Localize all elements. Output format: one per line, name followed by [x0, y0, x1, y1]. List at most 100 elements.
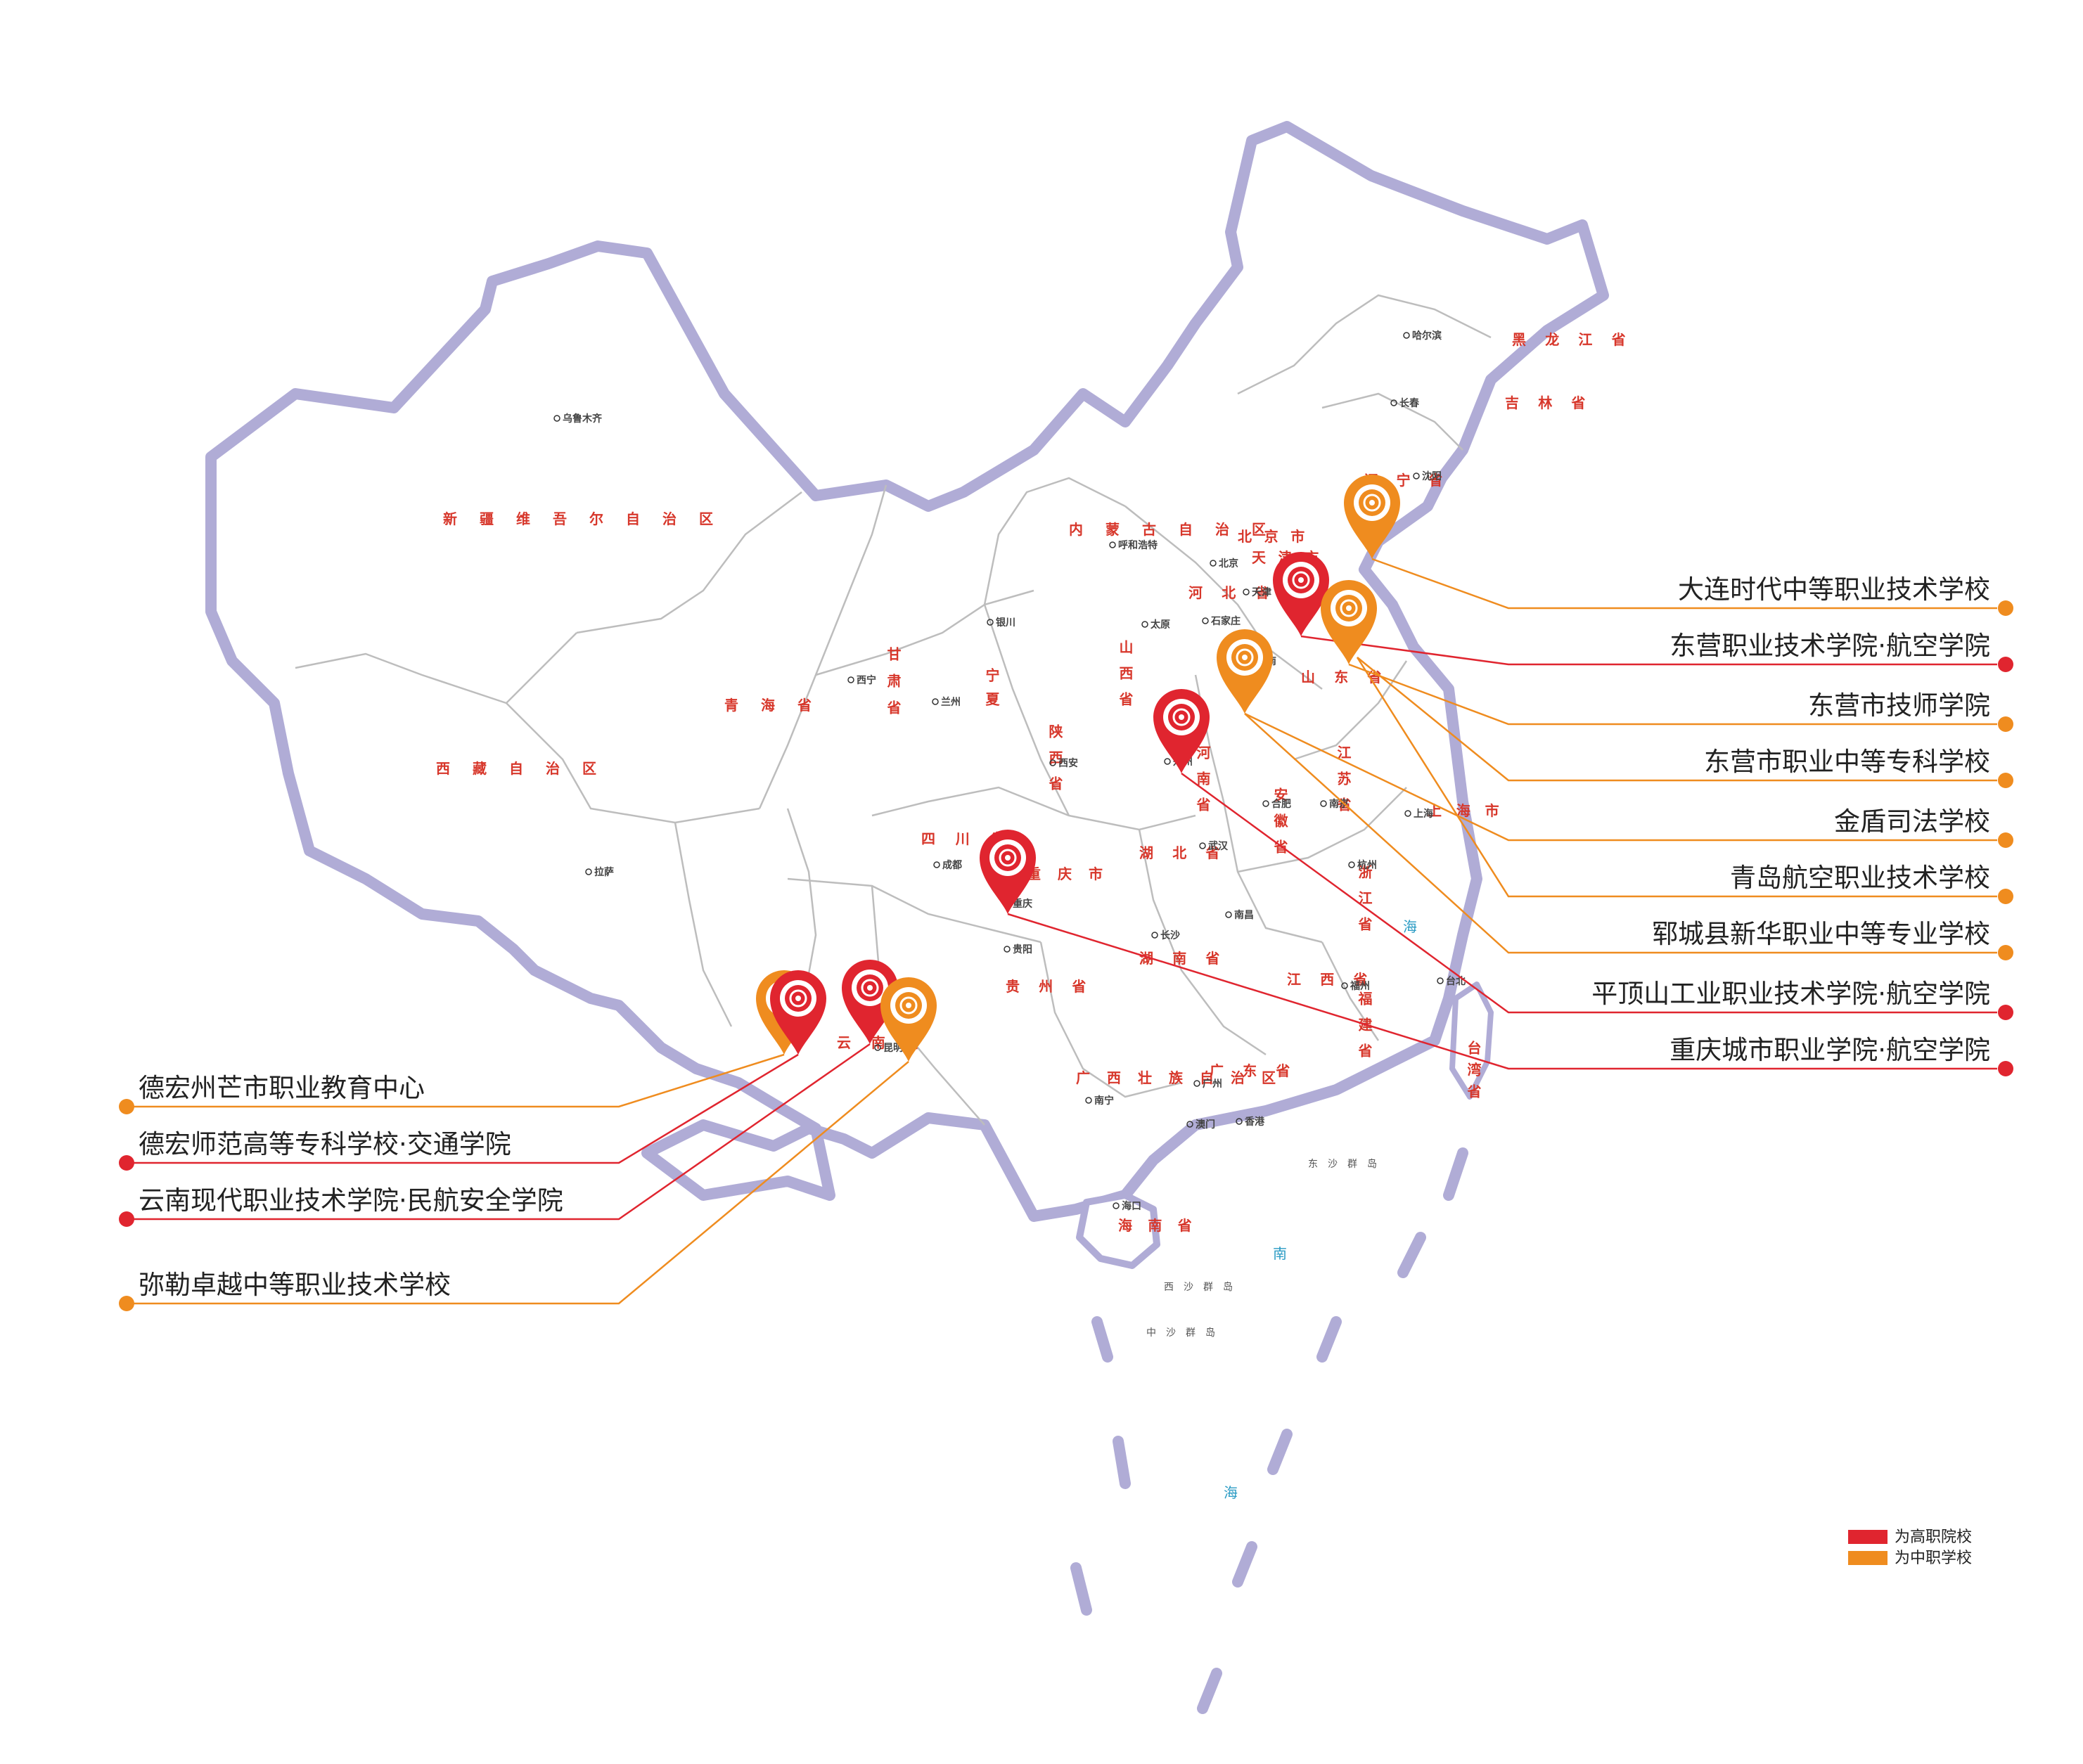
city-label: 北京 — [1219, 558, 1238, 569]
leader-line — [1371, 558, 1997, 610]
region-label: 北京市 — [1238, 528, 1317, 545]
city-label: 海口 — [1122, 1200, 1141, 1212]
region-label: 海南省 — [1118, 1217, 1207, 1234]
city-dot — [1151, 932, 1158, 939]
region-label: 新疆维吾尔自治区 — [443, 510, 736, 527]
city-dot — [1413, 472, 1420, 479]
leader-line — [1181, 772, 1997, 1014]
school-label: 德宏师范高等专科学校·交通学院 — [139, 1129, 511, 1159]
leader-dot — [1998, 600, 2013, 616]
leader-line — [123, 1053, 785, 1108]
leader-dot — [119, 1211, 134, 1227]
region-label: 内蒙古自治区 — [1069, 521, 1288, 538]
city-label: 石家庄 — [1210, 615, 1241, 627]
sea-labels: 南海海 — [1224, 918, 1417, 1501]
leader-line — [1348, 663, 1997, 726]
region-label: 陕西省 — [1046, 723, 1063, 802]
city-dot — [847, 676, 854, 683]
city-dot — [1202, 617, 1209, 624]
region-label: 江西省 — [1287, 971, 1387, 988]
city-dot — [1262, 800, 1269, 807]
city-dot — [987, 619, 994, 626]
city-labels: 乌鲁木齐拉萨西宁兰州银川成都重庆昆明贵阳南宁海口广州香港澳门长沙武汉南昌福州台北… — [553, 330, 1466, 1212]
leader-dot — [1998, 716, 2013, 732]
sea-label: 南 — [1273, 1245, 1287, 1262]
city-label: 银川 — [996, 617, 1015, 629]
school-label: 青岛航空职业技术学校 — [1730, 863, 1990, 893]
region-label: 湖北省 — [1139, 844, 1239, 861]
city-dot — [1049, 759, 1056, 766]
hainan-island — [1076, 1192, 1160, 1269]
city-label: 哈尔滨 — [1412, 330, 1442, 342]
region-label: 黑龙江省 — [1512, 331, 1645, 348]
school-label: 东营职业技术学院·航空学院 — [1669, 631, 1990, 661]
school-label: 东营市职业中等专科学校 — [1704, 747, 1990, 777]
school-label: 弥勒卓越中等职业技术学校 — [139, 1270, 451, 1300]
legend-swatch-higher — [1848, 1530, 1887, 1544]
region-label: 青海省 — [724, 697, 834, 714]
leader-dot — [1998, 773, 2013, 788]
city-dot — [1109, 541, 1116, 548]
leader-dot — [1998, 832, 2013, 848]
city-dot — [1390, 399, 1397, 406]
sea-label: 海 — [1403, 918, 1417, 935]
region-label: 安徽省 — [1271, 787, 1288, 865]
leader-dot — [119, 1155, 134, 1171]
leader-line — [123, 1043, 871, 1221]
city-label: 香港 — [1244, 1116, 1265, 1128]
region-label: 贵州省 — [1006, 978, 1105, 995]
city-label: 福州 — [1350, 980, 1370, 992]
region-label: 河北省 — [1188, 584, 1288, 601]
city-label: 沈阳 — [1422, 470, 1442, 482]
city-label: 澳门 — [1196, 1119, 1215, 1131]
city-dot — [1341, 982, 1348, 989]
city-dot — [932, 698, 939, 705]
leader-dot — [1998, 657, 2013, 672]
city-dot — [874, 1044, 881, 1051]
city-label: 西宁 — [857, 674, 876, 686]
leader-line — [1300, 635, 1997, 666]
island-label: 西沙群岛 — [1164, 1282, 1243, 1293]
school-label: 重庆城市职业学院·航空学院 — [1669, 1035, 1990, 1065]
region-label: 山东省 — [1301, 669, 1401, 685]
city-dot — [1236, 1118, 1243, 1125]
city-dot — [1199, 842, 1206, 849]
leader-line — [1357, 657, 1997, 782]
region-label: 甘肃省 — [885, 647, 902, 727]
city-label: 广州 — [1203, 1078, 1222, 1090]
leader-dot — [1998, 1005, 2013, 1020]
mainland-map — [205, 121, 1609, 1269]
school-label: 东营市技师学院 — [1808, 690, 1990, 721]
leader-line — [1356, 657, 1997, 898]
city-dot — [1113, 1202, 1120, 1209]
city-label: 昆明 — [883, 1043, 903, 1054]
school-label: 郓城县新华职业中等专业学校 — [1652, 919, 1990, 949]
region-label: 江苏省 — [1335, 745, 1352, 823]
city-label: 南京 — [1329, 798, 1349, 810]
leader-dot — [1998, 945, 2013, 960]
city-label: 贵阳 — [1013, 944, 1032, 955]
leader-dot — [1998, 1061, 2013, 1076]
city-label: 台北 — [1446, 975, 1466, 987]
city-dot — [1348, 861, 1355, 868]
leader-line — [123, 1061, 909, 1305]
city-dot — [1243, 588, 1250, 595]
region-label: 西藏自治区 — [436, 760, 619, 777]
city-label: 拉萨 — [594, 866, 614, 878]
city-label: 呼和浩特 — [1118, 539, 1158, 551]
leader-line — [1244, 712, 1997, 842]
region-label: 吉林省 — [1505, 394, 1605, 411]
city-dot — [585, 868, 592, 875]
sea-label: 海 — [1224, 1484, 1238, 1501]
city-label: 天津 — [1252, 586, 1271, 598]
city-dot — [933, 861, 940, 868]
city-dot — [1004, 946, 1011, 953]
city-dot — [1141, 621, 1148, 628]
school-label: 大连时代中等职业技术学校 — [1678, 574, 1990, 605]
region-label: 宁夏 — [983, 667, 1000, 716]
island-label: 东沙群岛 — [1308, 1159, 1387, 1170]
region-label: 广西壮族自治区 — [1076, 1069, 1293, 1086]
nine-dash-line — [1070, 1147, 1468, 1714]
school-label: 云南现代职业技术学院·民航安全学院 — [139, 1185, 563, 1216]
